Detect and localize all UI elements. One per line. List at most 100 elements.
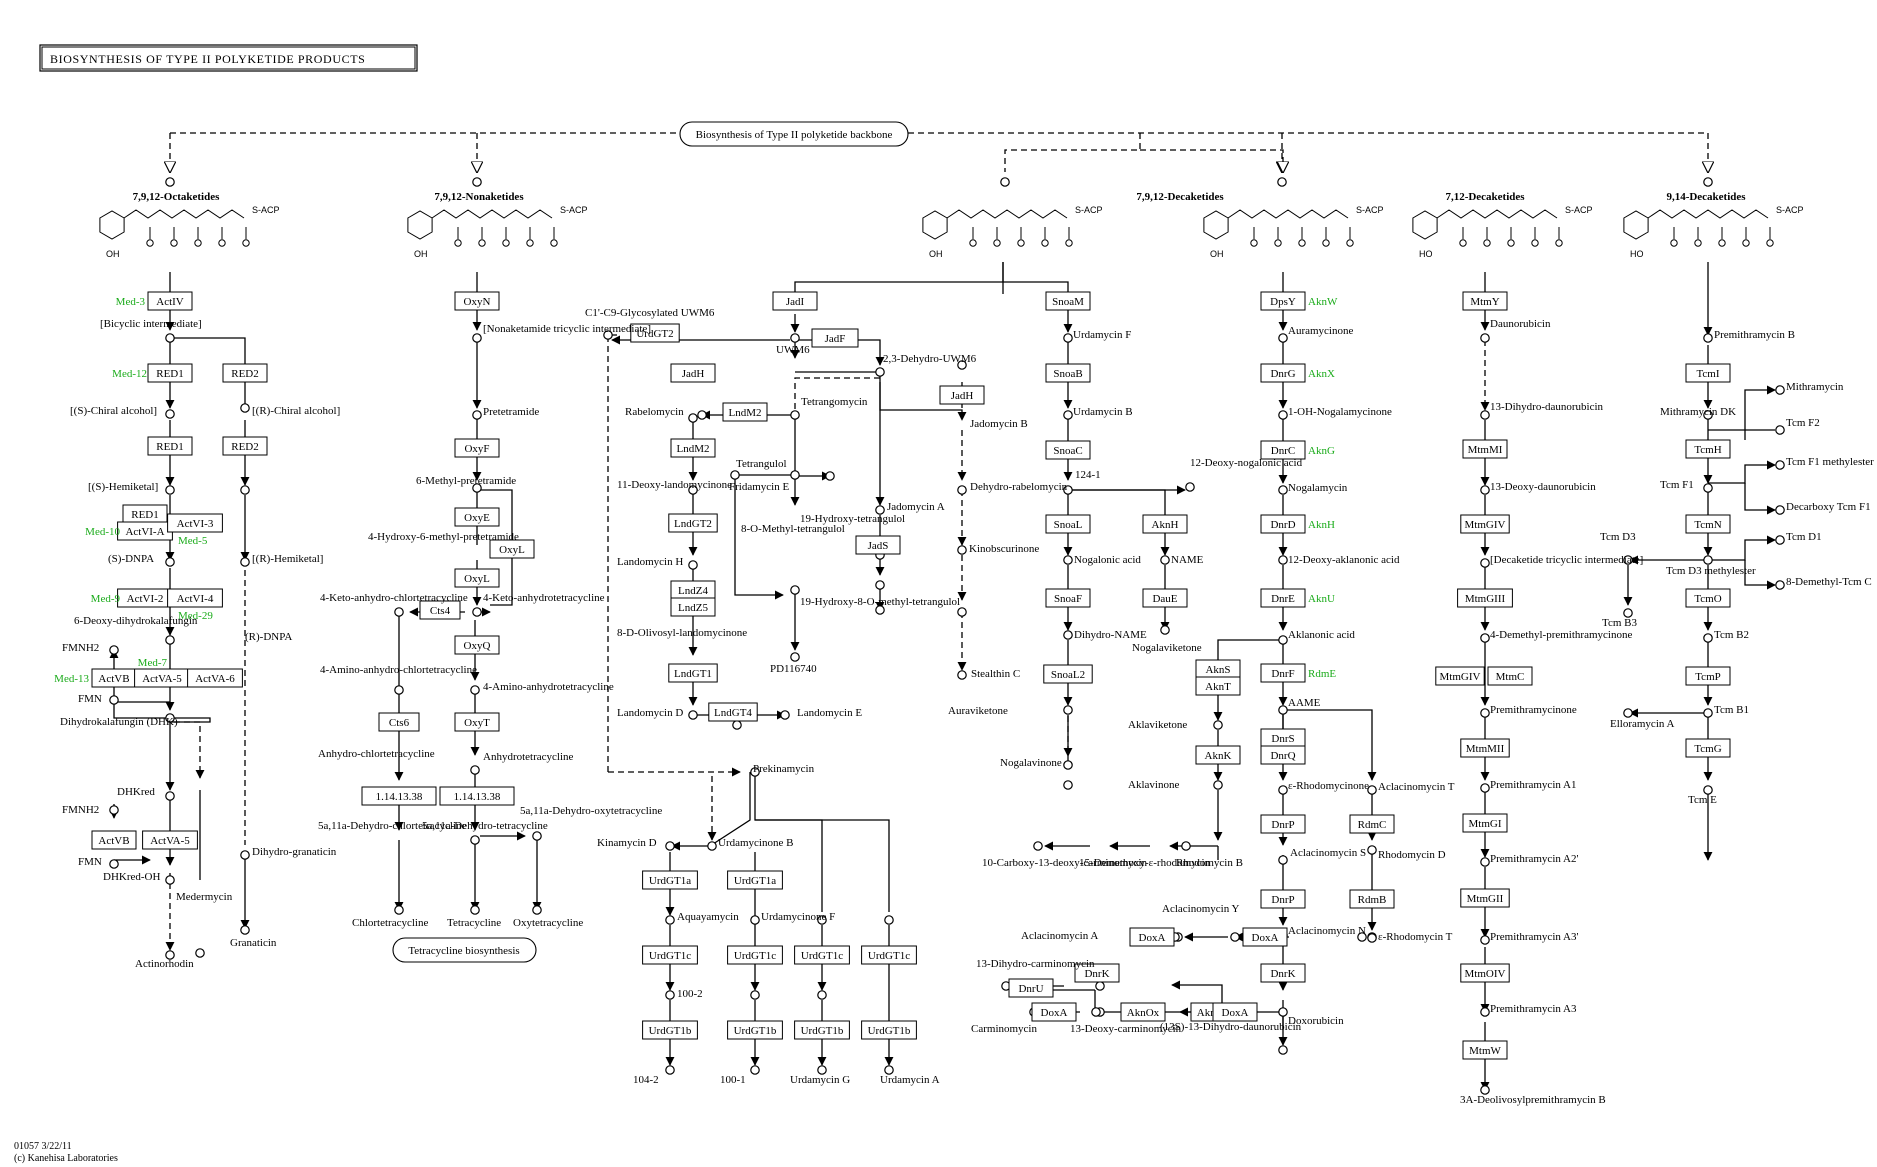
compound-node[interactable] — [688, 485, 698, 495]
compound-node[interactable] — [165, 950, 175, 960]
ortholog-label[interactable]: AknG — [1308, 445, 1335, 457]
compound-node[interactable] — [665, 990, 675, 1000]
compound-node[interactable] — [470, 835, 480, 845]
compound-node[interactable] — [957, 485, 967, 495]
gene-box-dnrk[interactable]: DnrK — [1260, 963, 1306, 983]
compound-node[interactable] — [875, 367, 885, 377]
gene-box-lndgt1[interactable]: LndGT1 — [668, 663, 718, 683]
compound-node[interactable] — [957, 360, 967, 370]
compound-node[interactable] — [1480, 857, 1490, 867]
ortholog-label[interactable]: Med-12 — [112, 368, 147, 380]
compound-node[interactable] — [1160, 625, 1170, 635]
gene-box-actva-5[interactable]: ActVA-5 — [134, 668, 190, 688]
gene-box-actvi-4[interactable]: ActVI-4 — [167, 588, 223, 608]
gene-box-jadf[interactable]: JadF — [811, 328, 859, 348]
compound-node[interactable] — [165, 713, 175, 723]
compound-node[interactable] — [165, 333, 175, 343]
compound-node[interactable] — [165, 791, 175, 801]
gene-box-tcmi[interactable]: TcmI — [1685, 363, 1731, 383]
gene-box-oxyt[interactable]: OxyT — [454, 712, 500, 732]
compound-node[interactable] — [470, 905, 480, 915]
ortholog-label[interactable]: AknH — [1308, 519, 1335, 531]
gene-box-urdgt2[interactable]: UrdGT2 — [630, 323, 680, 343]
gene-box-snoaf[interactable]: SnoaF — [1045, 588, 1091, 608]
gene-box-actva-6[interactable]: ActVA-6 — [187, 668, 243, 688]
ortholog-label[interactable]: AknW — [1308, 296, 1338, 308]
compound-node[interactable] — [1367, 933, 1377, 943]
ortholog-label[interactable]: Med-29 — [178, 610, 213, 622]
compound-node[interactable] — [780, 710, 790, 720]
compound-node[interactable] — [817, 990, 827, 1000]
compound-node[interactable] — [394, 607, 404, 617]
compound-node[interactable] — [1623, 708, 1633, 718]
compound-node[interactable] — [1703, 708, 1713, 718]
compound-node[interactable] — [165, 409, 175, 419]
gene-box-dnrg[interactable]: DnrG — [1260, 363, 1306, 383]
gene-box-tcmo[interactable]: TcmO — [1685, 588, 1731, 608]
gene-box-lndz4[interactable]: LndZ4 — [670, 580, 716, 600]
gene-box-oxye[interactable]: OxyE — [454, 507, 500, 527]
compound-node[interactable] — [1623, 555, 1633, 565]
compound-node[interactable] — [1775, 425, 1785, 435]
compound-node[interactable] — [884, 915, 894, 925]
gene-box-daue[interactable]: DauE — [1142, 588, 1188, 608]
compound-node[interactable] — [1278, 410, 1288, 420]
compound-node[interactable] — [240, 403, 250, 413]
compound-node[interactable] — [1703, 785, 1713, 795]
gene-box-urdgt1b[interactable]: UrdGT1b — [794, 1020, 850, 1040]
gene-box-dnrs[interactable]: DnrS — [1260, 728, 1306, 748]
compound-node[interactable] — [165, 635, 175, 645]
gene-box-aknk[interactable]: AknK — [1195, 745, 1241, 765]
compound-node[interactable] — [394, 905, 404, 915]
gene-box-aknox[interactable]: AknOx — [1120, 1002, 1166, 1022]
gene-box-mtmgii[interactable]: MtmGII — [1460, 888, 1510, 908]
compound-node[interactable] — [532, 905, 542, 915]
compound-node[interactable] — [1703, 633, 1713, 643]
gene-box-lndz5[interactable]: LndZ5 — [670, 597, 716, 617]
compound-node[interactable] — [1480, 558, 1490, 568]
gene-box-doxa[interactable]: DoxA — [1242, 927, 1288, 947]
compound-node[interactable] — [472, 410, 482, 420]
gene-box-red1[interactable]: RED1 — [147, 363, 193, 383]
compound-node[interactable] — [1278, 485, 1288, 495]
compound-node[interactable] — [1185, 482, 1195, 492]
gene-box-mtmmii[interactable]: MtmMII — [1460, 738, 1510, 758]
gene-box-dnrd[interactable]: DnrD — [1260, 514, 1306, 534]
compound-node[interactable] — [957, 670, 967, 680]
compound-node[interactable] — [240, 850, 250, 860]
gene-box-urdgt1c[interactable]: UrdGT1c — [642, 945, 698, 965]
compound-node[interactable] — [1063, 410, 1073, 420]
compound-node[interactable] — [1703, 333, 1713, 343]
gene-box-snoab[interactable]: SnoaB — [1045, 363, 1091, 383]
compound-node[interactable] — [1181, 841, 1191, 851]
gene-box-actvi-3[interactable]: ActVI-3 — [167, 513, 223, 533]
gene-box-actvi-2[interactable]: ActVI-2 — [117, 588, 173, 608]
compound-node[interactable] — [884, 1065, 894, 1075]
compound-node[interactable] — [1063, 630, 1073, 640]
compound-node[interactable] — [470, 685, 480, 695]
gene-box-doxa[interactable]: DoxA — [1212, 1002, 1258, 1022]
gene-box-tcmn[interactable]: TcmN — [1685, 514, 1731, 534]
gene-box-oxyq[interactable]: OxyQ — [454, 635, 500, 655]
compound-node[interactable] — [1278, 635, 1288, 645]
compound-node[interactable] — [1480, 935, 1490, 945]
gene-box-lndm2[interactable]: LndM2 — [722, 402, 768, 422]
compound-node[interactable] — [1480, 783, 1490, 793]
gene-box-lndgt4[interactable]: LndGT4 — [708, 702, 758, 722]
ortholog-label[interactable]: RdmE — [1308, 668, 1336, 680]
compound-node[interactable] — [109, 805, 119, 815]
compound-node[interactable] — [1775, 535, 1785, 545]
gene-box-mtmgiv[interactable]: MtmGIV — [1460, 514, 1510, 534]
compound-node[interactable] — [1063, 485, 1073, 495]
gene-box-tcmg[interactable]: TcmG — [1685, 738, 1731, 758]
compound-node[interactable] — [603, 330, 613, 340]
gene-box-dpsy[interactable]: DpsY — [1260, 291, 1306, 311]
gene-box-1-14-13-38[interactable]: 1.14.13.38 — [439, 786, 515, 806]
compound-node[interactable] — [875, 605, 885, 615]
compound-node[interactable] — [1480, 633, 1490, 643]
ortholog-label[interactable]: Med-3 — [116, 296, 146, 308]
compound-node[interactable] — [1480, 410, 1490, 420]
compound-node[interactable] — [109, 859, 119, 869]
gene-box-snoam[interactable]: SnoaM — [1045, 291, 1091, 311]
gene-box-mtmmi[interactable]: MtmMI — [1462, 439, 1508, 459]
